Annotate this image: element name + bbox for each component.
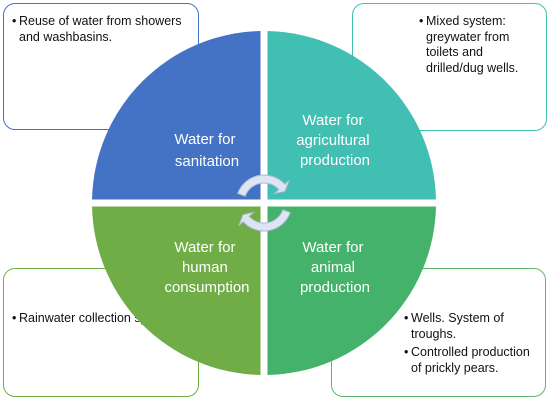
quadrant-sanitation xyxy=(92,31,261,200)
note-item: Controlled production of prickly pears. xyxy=(404,345,539,376)
cycle-arrow-bottom xyxy=(238,209,291,232)
quadrant-agricultural xyxy=(267,31,436,200)
quadrant-human xyxy=(92,206,261,375)
quadrant-label-agricultural: Water for agricultural production xyxy=(296,112,374,169)
cycle-arrow-top xyxy=(237,174,290,197)
note-item: Wells. System of troughs. xyxy=(404,311,539,342)
quadrant-label-human: Water for human consumption xyxy=(164,239,249,296)
quadrant-label-sanitation: Water for sanitation xyxy=(174,131,239,170)
note-item: Reuse of water from showers and washbasi… xyxy=(12,14,190,45)
circular-cycle-arrows-icon xyxy=(237,174,291,232)
quadrant-label-animal: Water for animal production xyxy=(300,239,370,296)
quadrant-animal xyxy=(267,206,436,375)
note-item: Mixed system: greywater from toilets and… xyxy=(419,14,538,76)
